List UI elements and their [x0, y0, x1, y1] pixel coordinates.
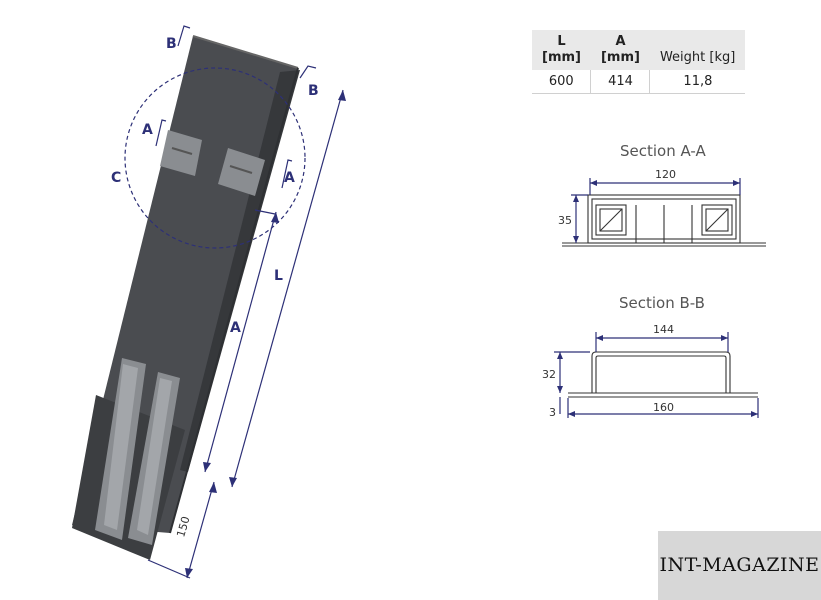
- bracket-right: [218, 148, 265, 196]
- section-aa-height: 35: [558, 214, 572, 227]
- plate-edge: [192, 35, 299, 69]
- label-a-left: A: [142, 122, 153, 138]
- section-bb-bottom-width: 160: [653, 401, 674, 414]
- brand-logo: INT-MAGAZINE: [658, 531, 821, 600]
- cell-l: 600: [532, 70, 592, 94]
- part-drawing: B B A A C L A 150: [72, 25, 346, 579]
- section-bb-top-width: 144: [653, 323, 674, 336]
- dim-line-a: [204, 211, 277, 473]
- spec-table: L[mm] A[mm] Weight [kg] 600 414 11,8: [532, 30, 746, 94]
- rail-right: [128, 372, 180, 545]
- bracket-left: [160, 130, 202, 176]
- label-c: C: [111, 170, 121, 186]
- label-b-top: B: [166, 36, 177, 52]
- dim-line-l: [231, 89, 344, 488]
- label-l: L: [274, 268, 283, 284]
- label-b-right: B: [308, 83, 319, 99]
- header-weight: Weight [kg]: [649, 30, 746, 70]
- detail-circle-c: [124, 67, 306, 249]
- section-aa-title: Section A-A: [620, 142, 706, 160]
- section-aa-width: 120: [655, 168, 676, 181]
- dim-line-150: [186, 481, 215, 579]
- label-a-right: A: [284, 170, 295, 186]
- spec-table-header: L[mm] A[mm] Weight [kg]: [532, 30, 746, 70]
- section-bb-height: 32: [542, 368, 556, 381]
- header-l: L[mm]: [532, 30, 591, 70]
- section-aa-drawing: 120 35: [558, 168, 766, 247]
- section-bb-title: Section B-B: [619, 294, 705, 312]
- section-bb-drawing: 144 32 3 160: [542, 323, 759, 419]
- section-bb-thickness: 3: [549, 406, 556, 419]
- label-150: 150: [174, 515, 192, 539]
- rail-left: [95, 358, 146, 540]
- header-a: A[mm]: [590, 30, 650, 70]
- cell-weight: 11,8: [649, 70, 746, 94]
- label-a-long: A: [230, 320, 241, 336]
- cell-a: 414: [590, 70, 651, 94]
- table-row: 600 414 11,8: [532, 70, 746, 94]
